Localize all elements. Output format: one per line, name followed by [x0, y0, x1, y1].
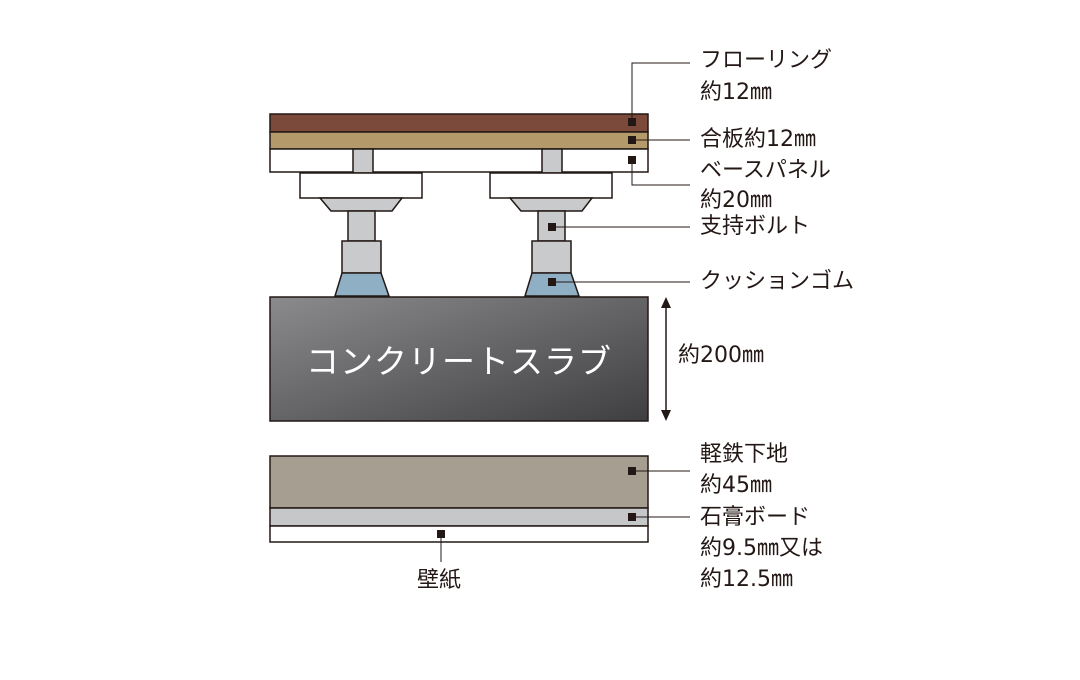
gypsum-name-label: 石膏ボード	[700, 505, 811, 530]
steel-frame-name-label: 軽鉄下地	[700, 442, 789, 467]
support-assembly-right	[489, 148, 613, 297]
support-assembly-left	[299, 148, 423, 297]
steel-frame-layer	[269, 455, 649, 509]
gypsum-board-layer	[269, 507, 649, 527]
base-panel-name-label: ベースパネル	[700, 158, 831, 183]
slab-dimension-arrow	[661, 297, 671, 421]
slab-label: コンクリートスラブ	[306, 342, 612, 381]
gypsum-thickness-label-1: 約9.5㎜又は	[700, 536, 823, 561]
flooring-thickness-label: 約12㎜	[700, 80, 772, 105]
plywood-layer	[269, 131, 649, 150]
concrete-slab	[269, 296, 649, 422]
flooring-name-label: フローリング	[700, 48, 833, 73]
slab-thickness-label: 約200㎜	[678, 343, 764, 368]
support-bolt-label: 支持ボルト	[700, 214, 811, 239]
steel-frame-thickness-label: 約45㎜	[700, 473, 772, 498]
cushion-rubber-label: クッションゴム	[700, 269, 855, 294]
wallpaper-label: 壁紙	[417, 568, 462, 593]
wallpaper-layer	[269, 525, 649, 543]
leader-markers	[437, 118, 636, 538]
leader-lines	[440, 62, 690, 562]
base-panel-layer	[269, 148, 649, 173]
flooring-layer	[269, 113, 649, 133]
gypsum-thickness-label-2: 約12.5㎜	[700, 567, 793, 592]
plywood-label: 合板約12㎜	[700, 127, 816, 152]
base-panel-thickness-label: 約20㎜	[700, 188, 772, 213]
